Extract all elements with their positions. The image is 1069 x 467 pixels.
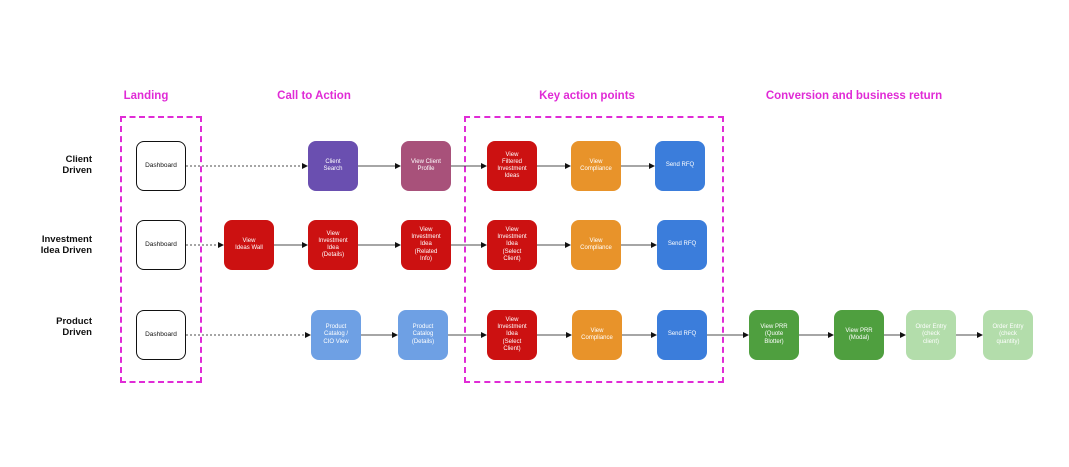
node-p-dashboard[interactable]: Dashboard	[136, 310, 186, 360]
node-c-dashboard[interactable]: Dashboard	[136, 141, 186, 191]
node-p-send-rfq[interactable]: Send RFQ	[657, 310, 707, 360]
node-i-view-idea-details[interactable]: View Investment Idea (Details)	[308, 220, 358, 270]
node-c-view-compliance[interactable]: View Compliance	[571, 141, 621, 191]
node-p-catalog-cio[interactable]: Product Catalog / CIO View	[311, 310, 361, 360]
node-i-send-rfq[interactable]: Send RFQ	[657, 220, 707, 270]
node-p-order-entry-client[interactable]: Order Entry (check client)	[906, 310, 956, 360]
node-c-send-rfq[interactable]: Send RFQ	[655, 141, 705, 191]
node-p-view-prr-modal[interactable]: View PRR (Modal)	[834, 310, 884, 360]
node-i-dashboard[interactable]: Dashboard	[136, 220, 186, 270]
node-p-order-entry-quantity[interactable]: Order Entry (check quantity)	[983, 310, 1033, 360]
stage-title-call-to-action: Call to Action	[277, 90, 351, 102]
stage-title-conversion: Conversion and business return	[765, 90, 943, 102]
node-i-view-ideas-wall[interactable]: View Ideas Wall	[224, 220, 274, 270]
stage-title-key-action-points: Key action points	[539, 90, 635, 102]
node-c-view-client-profile[interactable]: View Client Profile	[401, 141, 451, 191]
landing-stage-box	[120, 116, 202, 383]
key-action-stage-box	[464, 116, 724, 383]
node-p-catalog-details[interactable]: Product Catalog (Details)	[398, 310, 448, 360]
row-label-investment-idea-driven: Investment Idea Driven	[40, 234, 92, 256]
node-p-view-prr-quote[interactable]: View PRR (Quote Blotter)	[749, 310, 799, 360]
node-p-view-compliance[interactable]: View Compliance	[572, 310, 622, 360]
stage-title-landing: Landing	[123, 90, 169, 102]
node-i-view-compliance[interactable]: View Compliance	[571, 220, 621, 270]
row-label-client-driven: Client Driven	[62, 154, 92, 176]
node-p-view-idea-select-client[interactable]: View Investment Idea (Select Client)	[487, 310, 537, 360]
row-label-product-driven: Product Driven	[56, 316, 92, 338]
node-i-view-idea-select-client[interactable]: View Investment Idea (Select Client)	[487, 220, 537, 270]
node-c-client-search[interactable]: Client Search	[308, 141, 358, 191]
node-i-view-idea-related[interactable]: View Investment Idea (Related Info)	[401, 220, 451, 270]
node-c-view-filtered-ideas[interactable]: View Filtered Investment Ideas	[487, 141, 537, 191]
